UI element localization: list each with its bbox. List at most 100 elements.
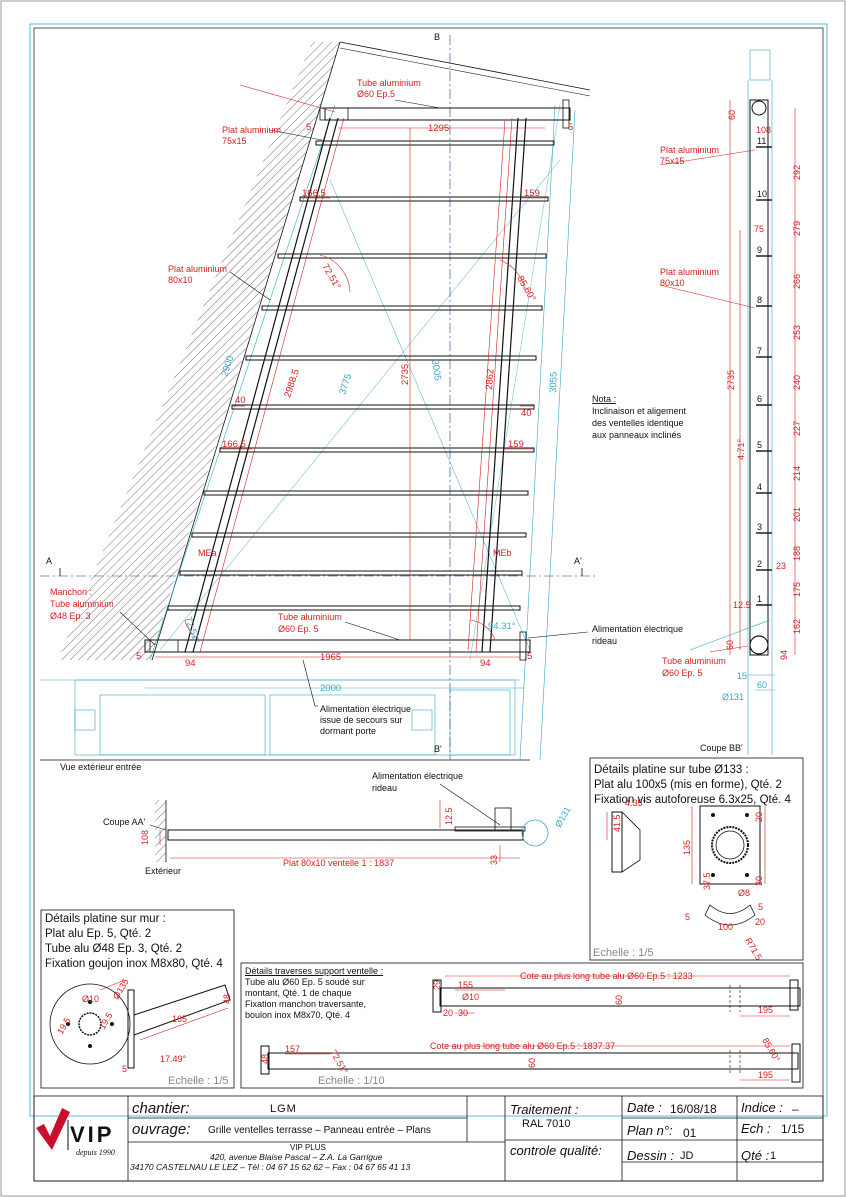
angle-9431: 94.31°	[488, 621, 516, 632]
tube-top-label-2: Ø60 Ep.5	[357, 89, 395, 99]
bb-step-175: 175	[792, 582, 802, 597]
dessin-value: JD	[680, 1150, 694, 1162]
bb-step-227: 227	[792, 421, 802, 436]
tube-detail-dim-20b: 20	[754, 876, 764, 886]
tube-detail-dim-8: Ø8	[738, 888, 750, 898]
detail-mur-scale: Echelle : 1/5	[168, 1075, 229, 1087]
dim-94-b: 94	[480, 658, 491, 669]
detail-tube-title: Détails platine sur tube Ø133 :	[594, 764, 749, 776]
dim-2735: 2735	[400, 364, 411, 385]
trav-dim-20: 20	[443, 1008, 453, 1018]
bb-step-162: 162	[792, 619, 802, 634]
qte-label: Qté :	[741, 1148, 770, 1163]
detail-traverses-line-2: montant, Qté. 1 de chaque	[245, 988, 352, 998]
dim-159-a: 159	[524, 188, 540, 199]
exterieur-label: Extérieur	[145, 866, 181, 876]
detail-mur-line-3: Fixation goujon inox M8x80, Qté. 4	[45, 958, 223, 970]
trav-dim-60a: 60	[614, 995, 624, 1005]
detail-mur-box	[40, 909, 235, 1089]
coupe-aa-label: Coupe AA'	[103, 817, 146, 827]
trav-dim-48: 48	[260, 1054, 270, 1064]
trav-dim-30: 30	[458, 1008, 468, 1018]
bb-dim-75: 75	[754, 224, 764, 234]
bb-num-11: 11	[757, 136, 766, 146]
dim-1295: 1295	[428, 123, 449, 134]
aa-alim-1: Alimentation électrique	[372, 771, 463, 781]
bb-dim-60a: 60	[727, 110, 737, 120]
mur-dim-165: 165	[172, 1014, 187, 1024]
bb-dim-108: 108	[756, 125, 771, 135]
plat75-label-2: 75x15	[222, 136, 247, 146]
nota-title: Nota :	[592, 394, 616, 404]
trav-dim-155: 155	[458, 980, 473, 990]
detail-traverses-line-1: Tube alu Ø60 Ep. 5 soudé sur	[245, 977, 365, 987]
detail-tube-line-1: Plat alu 100x5 (mis en forme), Qté. 2	[594, 779, 782, 791]
indice-value: –	[792, 1102, 799, 1116]
bb-step-253: 253	[792, 325, 802, 340]
bb-num-8: 8	[757, 295, 762, 305]
aa-dim-108: 108	[140, 830, 150, 845]
date-value: 16/08/18	[670, 1102, 717, 1116]
dim-3055: 3055	[548, 372, 560, 394]
ouvrage-value: Grille ventelles terrasse – Panneau entr…	[208, 1125, 431, 1136]
nota-line-2: des ventelles identique	[592, 418, 684, 428]
dim-159-b: 159	[508, 439, 524, 450]
qte-value: 1	[770, 1150, 777, 1162]
company-address-1: 420, avenue Blaise Pascal – Z.A. La Garr…	[210, 1152, 383, 1162]
detail-mur-text: Détails platine sur mur : Plat alu Ep. 5…	[45, 912, 223, 972]
trav-cote1: Cote au plus long tube alu Ø60 Ep.5 : 12…	[520, 971, 693, 981]
company-name: VIP PLUS	[290, 1143, 326, 1152]
dessin-label: Dessin :	[627, 1148, 674, 1163]
traitement-value: RAL 7010	[522, 1118, 571, 1130]
title-block-grid	[33, 1095, 824, 1182]
dim-1965: 1965	[320, 652, 341, 663]
bb-step-188: 188	[792, 546, 802, 561]
bb-num-2: 2	[757, 559, 762, 569]
bb-tube-1: Tube aluminium	[662, 656, 726, 666]
detail-tube-box	[589, 757, 804, 961]
nota-line-1: Inclinaison et aligement	[592, 406, 687, 416]
bb-num-4: 4	[757, 482, 762, 492]
bb-dim-60c: 60	[757, 680, 767, 690]
alim-secours-label-1: Alimentation électrique	[320, 704, 411, 714]
detail-traverses-line-3: Fixation manchon traversante,	[245, 999, 367, 1009]
tube-detail-dim-135: 135	[682, 840, 692, 855]
tube-detail-dim-375: 37.5	[702, 872, 712, 890]
bb-step-201: 201	[792, 507, 802, 522]
bb-step-240: 240	[792, 375, 802, 390]
trav-dim-195b: 195	[758, 1070, 773, 1080]
mur-angle-1749: 17.49°	[160, 1054, 187, 1064]
mur-dim-10: Ø10	[82, 994, 99, 1004]
section-aa	[149, 783, 549, 862]
plan-label: Plan n°:	[627, 1123, 673, 1138]
manchon-label-2: Tube aluminium	[50, 599, 114, 609]
bb-step-292: 292	[792, 165, 802, 180]
manchon-label-1: Manchon :	[50, 587, 92, 597]
bb-tube-2: Ø60 Ep. 5	[662, 668, 703, 678]
trav-dim-157: 157	[285, 1044, 300, 1054]
bb-angle-471: 4.71°	[736, 438, 746, 460]
detail-traverses-text: Détails traverses support ventelle : Tub…	[245, 966, 383, 1021]
section-b-label: B	[434, 32, 440, 42]
ech-label: Ech :	[741, 1121, 771, 1136]
section-bb	[659, 49, 796, 755]
alim-rideau-label-2: rideau	[592, 636, 617, 646]
bb-dim-125: 12.5	[733, 600, 751, 610]
bb-step-266: 266	[792, 274, 802, 289]
trav-cote2: Cote au plus long tube alu Ø60 Ep.5 : 18…	[430, 1041, 615, 1051]
aa-plat: Plat 80x10 ventelle 1 : 1837	[283, 858, 394, 868]
bb-num-1: 1	[757, 594, 762, 604]
dim-166-a: 166.5	[302, 188, 326, 199]
vue-exterieur-label: Vue extérieur entrée	[60, 762, 141, 772]
detail-traverses-title: Détails traverses support ventelle :	[245, 966, 384, 976]
aa-alim-2: rideau	[372, 783, 397, 793]
detail-tube-scale: Echelle : 1/5	[593, 947, 654, 959]
dim-3005: 3005	[429, 359, 443, 381]
ouvrage-label: ouvrage:	[132, 1121, 191, 1138]
detail-traverses-line-4: boulon inox M8x70, Qté. 4	[245, 1010, 351, 1020]
bb-dim-23: 23	[776, 561, 786, 571]
bb-dim-131: Ø131	[722, 692, 744, 702]
ech-value: 1/15	[781, 1122, 805, 1136]
trav-dim-195a: 195	[758, 1005, 773, 1015]
alim-rideau-label-1: Alimentation électrique	[592, 624, 683, 634]
